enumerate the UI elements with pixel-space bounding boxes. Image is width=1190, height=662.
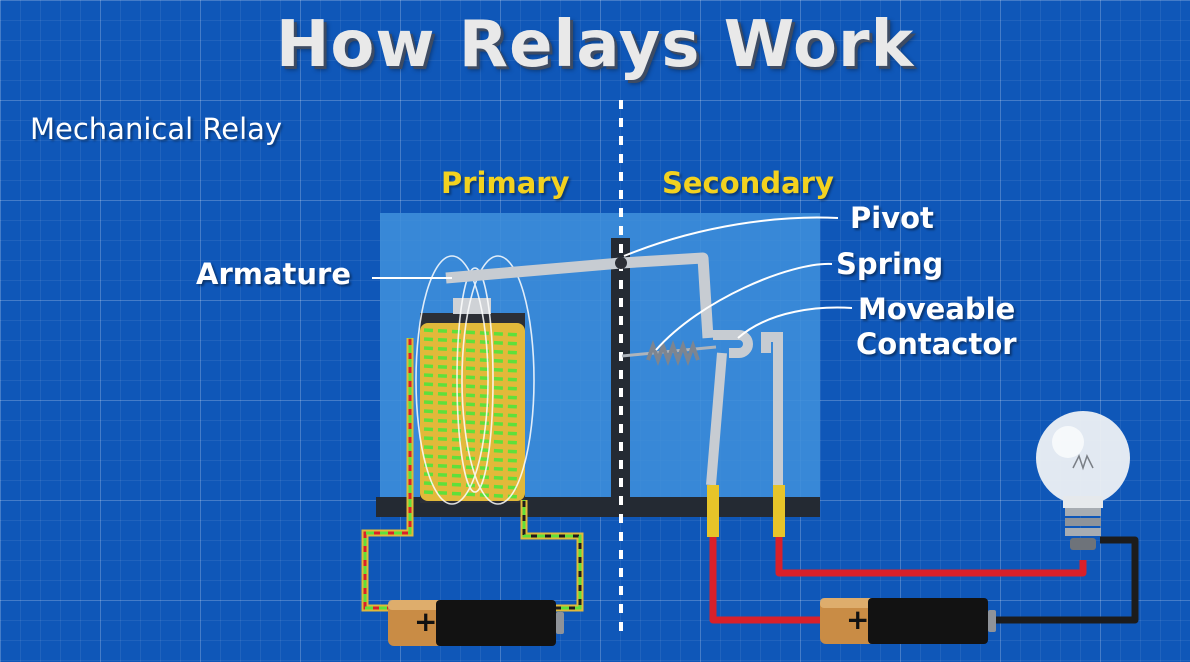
secondary-circuit: [709, 536, 1139, 624]
coil-winding: [423, 328, 522, 337]
coil-winding: [423, 454, 522, 463]
coil-winding: [423, 364, 522, 373]
magnetic-field-lines: [415, 255, 535, 505]
coil-winding: [423, 436, 522, 445]
coil-winding: [423, 355, 522, 364]
page-title: How Relays Work: [275, 8, 915, 82]
primary-circuit: [361, 338, 584, 612]
coil-winding: [423, 337, 522, 346]
battery-plus-sign: +: [414, 605, 438, 638]
pivot-label: Pivot: [850, 201, 934, 235]
moveable-contactor-label-line1: Moveable: [858, 292, 1016, 326]
armature-arm: [445, 252, 714, 339]
coil-icon: [420, 323, 525, 501]
separator-post: [611, 238, 630, 500]
light-bulb-icon: [1036, 411, 1130, 550]
moveable-contactor-label-line2: Contactor: [856, 327, 1017, 361]
coil-winding: [423, 373, 522, 382]
battery-plus-sign: +: [846, 603, 870, 636]
battery-icon: [820, 598, 996, 644]
coil-winding: [423, 445, 522, 454]
label-leader-lines: [372, 216, 853, 351]
armature-label: Armature: [196, 257, 352, 291]
pivot-point: [615, 257, 627, 269]
spring-icon: [621, 340, 717, 366]
armature-plate: [453, 298, 491, 314]
coil-winding: [423, 418, 522, 427]
coil-winding: [423, 391, 522, 400]
spring-label: Spring: [836, 247, 944, 281]
coil-winding: [423, 382, 522, 391]
coil-winding: [423, 481, 522, 490]
battery-icon: [388, 600, 564, 646]
diagram-subtitle: Mechanical Relay: [30, 112, 283, 146]
coil-winding: [423, 472, 522, 481]
coil-winding: [423, 427, 522, 436]
coil-winding: [423, 409, 522, 418]
coil-winding: [423, 490, 522, 499]
secondary-section-label: Secondary: [662, 166, 834, 200]
coil-winding: [423, 400, 522, 409]
coil-winding: [423, 346, 522, 355]
primary-section-label: Primary: [441, 166, 570, 200]
